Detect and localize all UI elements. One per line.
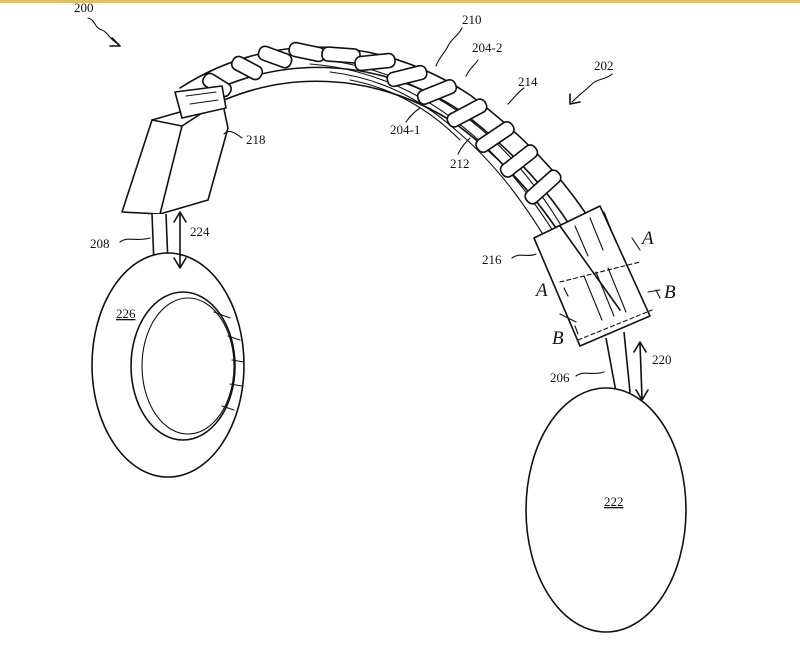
right-slider-housing xyxy=(533,205,661,347)
label-224: 224 xyxy=(190,224,210,239)
right-earcup xyxy=(525,387,687,633)
label-226: 226 xyxy=(116,306,136,321)
section-mark-a-right: A xyxy=(640,228,654,249)
right-stem xyxy=(605,331,631,398)
left-hinge-block xyxy=(121,85,229,215)
section-mark-b-right: B xyxy=(664,282,676,303)
left-earcup xyxy=(91,252,245,478)
top-border xyxy=(0,0,800,3)
label-216: 216 xyxy=(482,252,502,267)
label-202: 202 xyxy=(594,58,614,73)
section-mark-b-left: B xyxy=(552,328,564,349)
motion-arrows xyxy=(173,211,649,401)
leader-lines xyxy=(87,17,661,377)
label-214: 214 xyxy=(518,74,538,89)
label-208: 208 xyxy=(90,236,110,251)
label-218: 218 xyxy=(246,132,266,147)
reference-labels: 200 202 210 204-2 214 204-1 212 218 224 … xyxy=(74,0,676,509)
label-204-2: 204-2 xyxy=(472,40,502,55)
label-206: 206 xyxy=(550,370,570,385)
label-210: 210 xyxy=(462,12,482,27)
section-mark-a-left: A xyxy=(534,280,548,301)
label-222: 222 xyxy=(604,494,624,509)
label-212: 212 xyxy=(450,156,470,171)
label-220: 220 xyxy=(652,352,672,367)
label-200: 200 xyxy=(74,0,94,15)
headband-bands xyxy=(202,41,562,205)
label-204-1: 204-1 xyxy=(390,122,420,137)
